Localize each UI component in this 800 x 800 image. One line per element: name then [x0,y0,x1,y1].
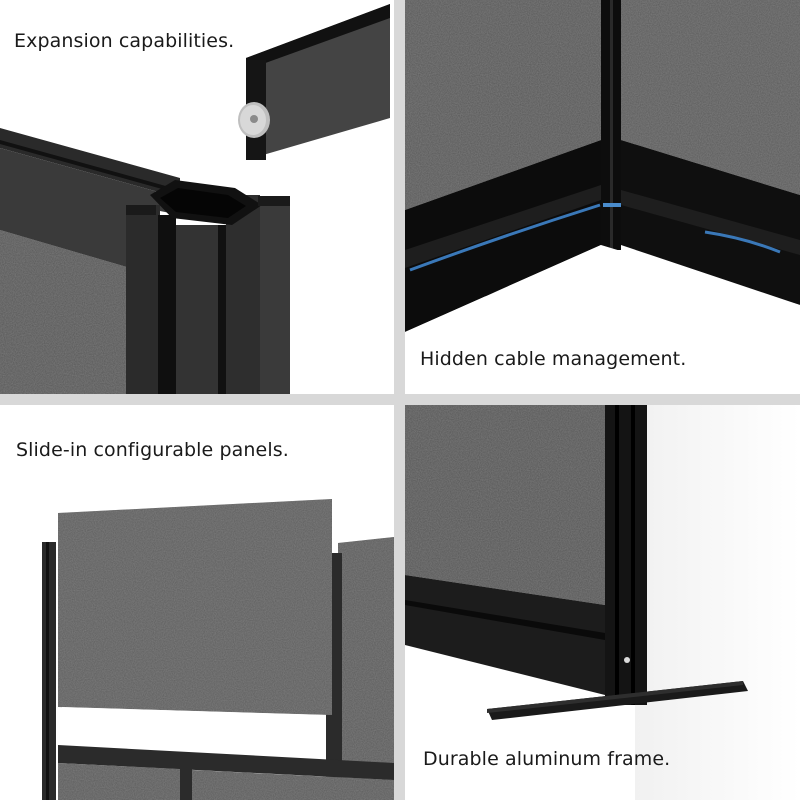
cable-management-illustration [405,0,800,394]
caption-expansion: Expansion capabilities. [14,30,235,52]
feature-tile-frame: Durable aluminum frame. [405,405,800,800]
feature-tile-panels: Slide-in configurable panels. [0,405,394,800]
aluminum-frame-illustration [405,405,800,800]
feature-tile-expansion: Expansion capabilities. [0,0,394,394]
expansion-connector-illustration [0,4,390,394]
caption-cable: Hidden cable management. [420,348,687,370]
slide-in-panels-illustration [42,499,394,800]
caption-frame: Durable aluminum frame. [423,748,671,770]
caption-panels: Slide-in configurable panels. [16,439,289,461]
feature-tile-cable: Hidden cable management. [405,0,800,394]
